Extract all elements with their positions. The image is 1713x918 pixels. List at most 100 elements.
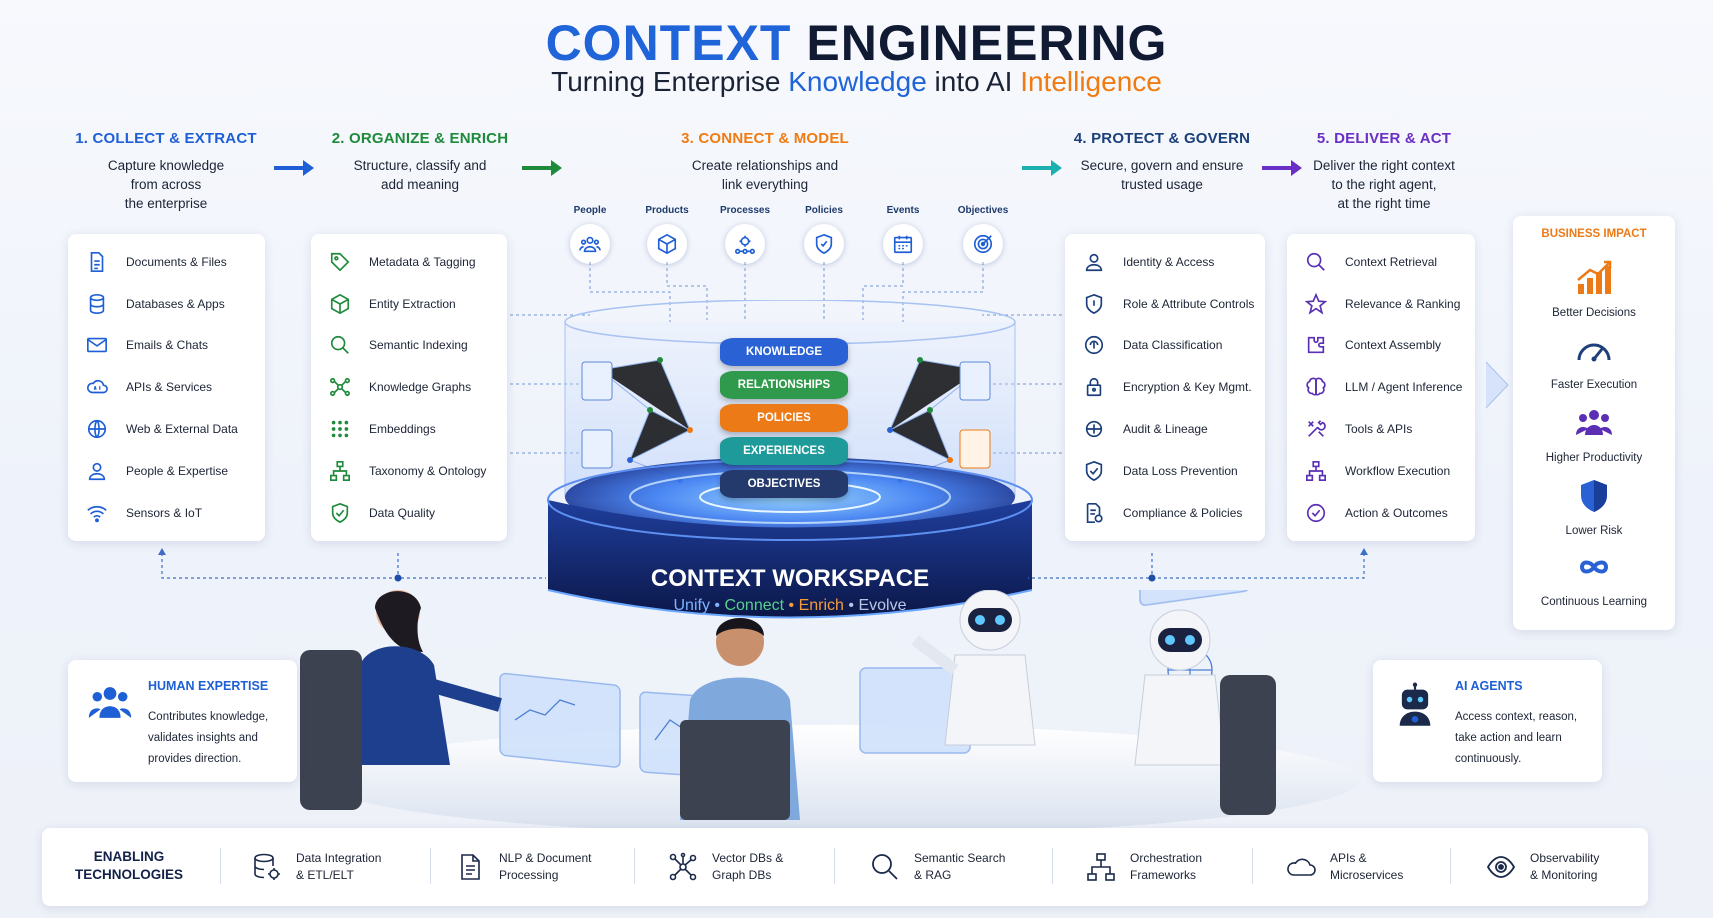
tech-divider — [220, 848, 221, 884]
chevron-right-icon — [1485, 361, 1509, 409]
step-deliver: 5. DELIVER & ACT Deliver the right conte… — [1313, 130, 1455, 211]
speedometer-icon — [1577, 343, 1611, 362]
list-item: Embeddings — [311, 408, 507, 450]
ai-agents-card: AI AGENTS Access context, reason, take a… — [1373, 660, 1602, 782]
step-collect: 1. COLLECT & EXTRACT Capture knowledge f… — [75, 130, 257, 211]
puzzle-icon — [1305, 334, 1327, 356]
organize-card: Metadata & Tagging Entity Extraction Sem… — [311, 234, 507, 541]
team-icon — [88, 687, 132, 718]
enabling-technologies-title: ENABLING TECHNOLOGIES — [74, 849, 183, 882]
tech-divider — [1252, 848, 1253, 884]
target-icon — [963, 224, 1003, 264]
ai-agents-title: AI AGENTS — [1455, 679, 1523, 693]
graph-icon — [329, 376, 351, 398]
protect-card: Identity & Access Role & Attribute Contr… — [1065, 234, 1265, 541]
human-expertise-title: HUMAN EXPERTISE — [148, 679, 269, 693]
tech-divider — [1450, 848, 1451, 884]
category-people: People — [556, 205, 624, 264]
list-item: APIs & Services — [68, 366, 265, 408]
flow-arrow-4 — [1262, 160, 1302, 176]
shield-check-icon — [329, 502, 351, 524]
star-icon — [1305, 292, 1327, 315]
list-item: Audit & Lineage — [1065, 408, 1265, 450]
tech-observability: Observability & Monitoring — [1486, 850, 1599, 884]
people-icon — [570, 224, 610, 264]
list-item: Context Assembly — [1287, 325, 1475, 367]
policy-shield-icon — [804, 224, 844, 264]
list-item: Semantic Indexing — [311, 325, 507, 367]
category-products: Products — [633, 205, 701, 264]
page-title: CONTEXT ENGINEERING — [545, 15, 1168, 71]
shield-check-icon — [1083, 460, 1105, 482]
step-connect: 3. CONNECT & MODEL Create relationships … — [681, 130, 849, 192]
database-icon — [86, 293, 108, 315]
audit-icon — [1083, 418, 1105, 440]
search-icon — [329, 334, 351, 356]
robot-icon — [1399, 682, 1431, 726]
list-item: Emails & Chats — [68, 325, 265, 367]
tech-divider — [430, 848, 431, 884]
cube-icon — [329, 293, 351, 315]
shield-icon — [1581, 480, 1607, 512]
wifi-icon — [86, 502, 108, 524]
compliance-doc-icon — [1083, 502, 1105, 524]
deliver-card: Context Retrieval Relevance & Ranking Co… — [1287, 234, 1475, 541]
list-item: Metadata & Tagging — [311, 241, 507, 283]
list-item: Sensors & IoT — [68, 492, 265, 534]
check-circle-icon — [1305, 502, 1327, 524]
person-icon — [86, 460, 108, 482]
calendar-icon — [883, 224, 923, 264]
layer-knowledge: KNOWLEDGE — [720, 338, 848, 366]
workspace-tagline: Unify • Connect • Enrich • Evolve — [673, 597, 907, 614]
list-item: Workflow Execution — [1287, 450, 1475, 492]
category-objectives: Objectives — [949, 205, 1017, 264]
bar-chart-up-icon — [1577, 260, 1612, 294]
business-impact-panel: BUSINESS IMPACT Better Decisions Faster … — [1513, 216, 1675, 630]
list-item: Encryption & Key Mgmt. — [1065, 366, 1265, 408]
search-icon — [872, 854, 898, 880]
category-events: Events — [869, 205, 937, 264]
category-processes: Processes — [711, 205, 779, 264]
email-icon — [86, 334, 108, 356]
classification-icon — [1083, 334, 1105, 356]
step-protect: 4. PROTECT & GOVERN Secure, govern and e… — [1073, 130, 1251, 192]
brain-icon — [1305, 376, 1327, 398]
infinity-icon — [1579, 560, 1609, 574]
collect-card: Documents & Files Databases & Apps Email… — [68, 234, 265, 541]
box-icon — [647, 224, 687, 264]
list-item: Action & Outcomes — [1287, 492, 1475, 534]
search-icon — [1305, 251, 1327, 273]
human-expertise-desc: Contributes knowledge, validates insight… — [148, 711, 269, 765]
impact-title: BUSINESS IMPACT — [1541, 228, 1647, 240]
list-item: Identity & Access — [1065, 241, 1265, 283]
impact-continuous-learning: Continuous Learning — [1513, 547, 1675, 608]
flow-arrow-3 — [1022, 160, 1062, 176]
eye-icon — [1486, 856, 1516, 878]
list-item: Context Retrieval — [1287, 241, 1475, 283]
lock-icon — [1083, 376, 1105, 398]
layer-objectives: OBJECTIVES — [720, 470, 848, 498]
list-item: Relevance & Ranking — [1287, 283, 1475, 325]
document-icon — [86, 251, 108, 273]
network-icon — [669, 852, 697, 881]
list-item: Taxonomy & Ontology — [311, 450, 507, 492]
tech-divider — [1052, 848, 1053, 884]
list-item: Compliance & Policies — [1065, 492, 1265, 534]
list-item: Knowledge Graphs — [311, 366, 507, 408]
cloud-icon — [1287, 858, 1316, 876]
impact-lower-risk: Lower Risk — [1513, 476, 1675, 537]
list-item: Data Quality — [311, 492, 507, 534]
list-item: LLM / Agent Inference — [1287, 366, 1475, 408]
shield-icon — [1083, 293, 1105, 315]
human-expertise-card: HUMAN EXPERTISE Contributes knowledge, v… — [68, 660, 297, 782]
tag-icon — [329, 251, 351, 273]
workspace-title: CONTEXT WORKSPACE — [650, 565, 930, 592]
list-item: Entity Extraction — [311, 283, 507, 325]
layer-policies: POLICIES — [720, 404, 848, 432]
workflow-icon — [1305, 460, 1327, 482]
impact-higher-productivity: Higher Productivity — [1513, 403, 1675, 464]
category-policies: Policies — [790, 205, 858, 264]
globe-icon — [86, 418, 108, 440]
tech-apis: APIs & Microservices — [1286, 850, 1403, 884]
tech-nlp: NLP & Document Processing — [455, 850, 592, 884]
